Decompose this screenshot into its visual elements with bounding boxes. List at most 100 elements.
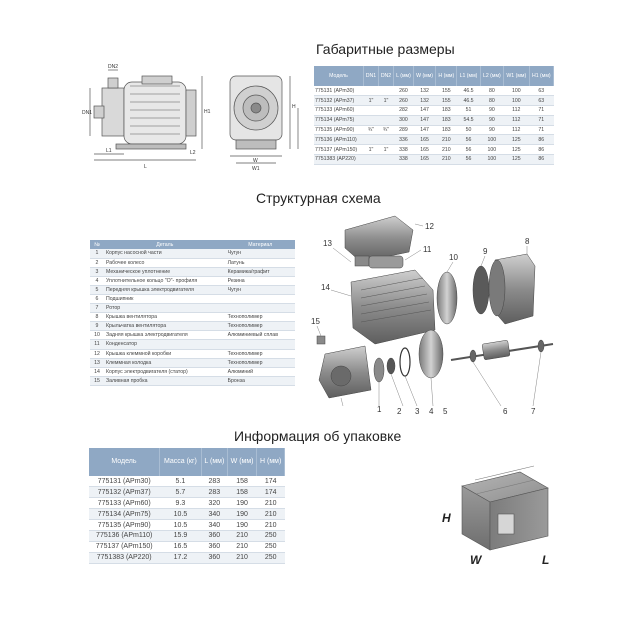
table-cell: 360	[201, 541, 228, 553]
table-cell: 100	[480, 154, 504, 165]
table-cell: 15	[90, 376, 104, 386]
table-cell: 9.3	[159, 497, 202, 510]
table-cell: 63	[529, 86, 554, 97]
table-cell: 11	[90, 339, 104, 350]
table-cell: 1"	[378, 95, 394, 107]
table-cell: 775133 (APm60)	[89, 497, 160, 510]
table-cell: 210	[435, 144, 457, 156]
table-cell: Технополимер	[225, 358, 295, 368]
callout-10: 10	[449, 253, 458, 262]
dim-label-w: W	[253, 158, 258, 164]
table-cell: 155	[435, 95, 457, 107]
table-cell: 210	[256, 519, 285, 531]
dim-label-l2: L2	[190, 150, 196, 156]
table-cell: Ротор	[104, 303, 226, 314]
table-cell: 46.5	[456, 95, 481, 107]
dim-col-w: W (мм)	[413, 66, 437, 86]
table-cell: 15.9	[159, 530, 202, 542]
exploded-view-diagram: 1 2 3 4 5 6 7 8 9 10 11 12 13 14 15	[311, 215, 554, 416]
callout-5: 5	[443, 407, 448, 416]
part-bearing	[469, 349, 477, 363]
parts-header-row: № Деталь Материал	[90, 240, 295, 249]
table-cell: 4	[90, 276, 104, 286]
dim-label-h1: H1	[204, 109, 211, 115]
table-cell: 775134 (APm75)	[314, 115, 364, 126]
table-cell: 283	[201, 486, 228, 499]
part-fan	[472, 265, 490, 315]
table-cell: 775132 (APm37)	[314, 95, 364, 107]
table-cell: 71	[529, 105, 554, 116]
table-cell: 10	[90, 330, 104, 341]
pack-col-l: L (мм)	[201, 448, 228, 476]
table-cell: 210	[227, 552, 257, 564]
table-cell: Алюминиевый сплав	[225, 330, 295, 341]
dim-col-h1: H1 (мм)	[529, 66, 555, 86]
table-cell: 86	[529, 134, 554, 146]
part-o-ring	[399, 347, 411, 377]
dimensions-title: Габаритные размеры	[316, 41, 455, 57]
dim-col-w1: W1 (мм)	[503, 66, 530, 86]
table-cell: Крышка вентилятора	[104, 312, 226, 323]
table-cell: 340	[201, 508, 228, 521]
table-cell: 16.5	[159, 541, 202, 553]
table-cell: Резина	[225, 276, 295, 286]
table-cell: Задняя крышка электродвигателя	[104, 330, 226, 341]
table-cell	[363, 86, 379, 97]
table-cell: Технополимер	[225, 312, 295, 323]
table-cell: 775132 (APm37)	[89, 486, 160, 499]
table-cell: 210	[256, 497, 285, 510]
table-cell: 300	[393, 115, 414, 126]
table-cell: 190	[227, 508, 257, 521]
callout-13: 13	[323, 239, 332, 248]
table-cell: 147	[413, 115, 436, 126]
table-cell: 54.5	[456, 115, 481, 126]
table-cell: 125	[503, 134, 530, 146]
table-cell: Корпус насосной части	[104, 249, 226, 259]
table-cell: 320	[201, 497, 228, 510]
table-cell: 100	[480, 134, 504, 146]
table-cell: ¾"	[363, 125, 379, 136]
table-cell	[363, 105, 379, 116]
table-cell: 147	[413, 125, 436, 136]
table-cell: 56	[456, 154, 481, 165]
packaging-table: Модель Масса (кг) L (мм) W (мм) H (мм) 7…	[89, 448, 285, 564]
callout-11: 11	[423, 245, 432, 254]
dimensions-header-row: Модель DN1 DN2 L (мм) W (мм) H (мм) L1 (…	[314, 66, 555, 86]
table-cell: 90	[480, 115, 504, 126]
table-cell: 360	[201, 530, 228, 542]
table-cell: 338	[393, 154, 414, 165]
part-front-cover	[418, 329, 444, 379]
table-cell: 260	[393, 86, 414, 97]
callout-9: 9	[483, 247, 488, 256]
table-cell: 1	[90, 249, 104, 259]
table-cell: Конденсатор	[104, 339, 226, 350]
table-cell	[378, 115, 394, 126]
table-cell: 210	[256, 508, 285, 521]
table-cell: 158	[227, 486, 257, 499]
table-cell: 112	[503, 125, 530, 136]
table-cell: Крышка клеммной коробки	[104, 349, 226, 359]
table-cell: 183	[435, 105, 457, 116]
table-cell: 338	[393, 144, 414, 156]
table-cell	[363, 154, 379, 165]
box-label-l: L	[542, 553, 549, 567]
box-label-h: H	[442, 511, 451, 525]
table-cell: 7751383 (AP220)	[89, 552, 160, 564]
table-cell: 283	[201, 476, 228, 488]
table-cell: 10.5	[159, 519, 202, 531]
table-cell: 250	[256, 530, 285, 542]
